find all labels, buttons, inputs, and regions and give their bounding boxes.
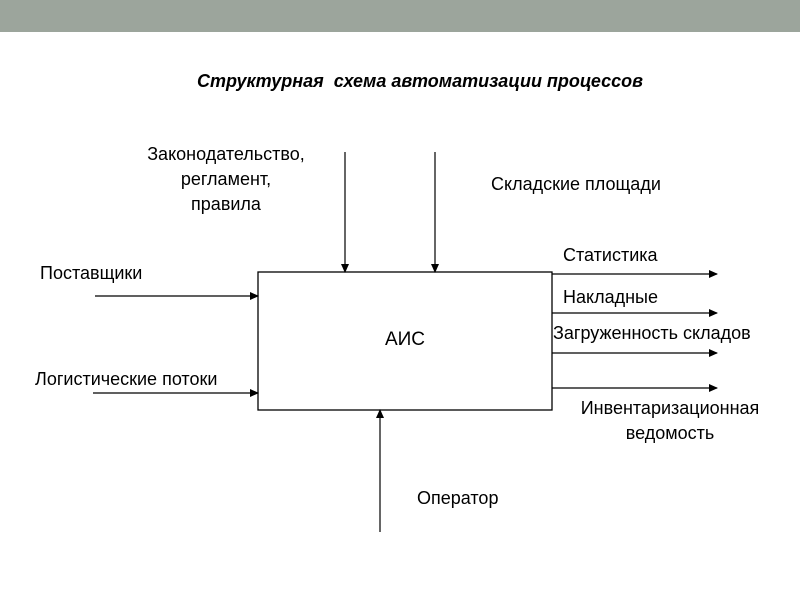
input-label-logistics: Логистические потоки bbox=[35, 369, 218, 389]
control-label-line: Законодательство, bbox=[147, 144, 305, 164]
input-label-suppliers: Поставщики bbox=[40, 263, 143, 283]
control-label-legislation: Законодательство, регламент, правила bbox=[126, 142, 326, 217]
output-label-invoices: Накладные bbox=[563, 287, 658, 307]
header-bar bbox=[0, 0, 800, 32]
output-label-line: ведомость bbox=[625, 423, 715, 443]
control-label-warehouse: Складские площади bbox=[491, 174, 661, 194]
control-label-line: регламент, bbox=[180, 169, 272, 189]
output-label-warehouse-load: Загруженность складов bbox=[553, 323, 751, 343]
output-label-inventory: Инвентаризационная ведомость bbox=[560, 396, 780, 446]
mechanism-label-operator: Оператор bbox=[417, 488, 499, 508]
process-box bbox=[257, 271, 553, 411]
control-label-line: правила bbox=[191, 194, 261, 214]
output-label-statistics: Статистика bbox=[563, 245, 658, 265]
output-label-line: Инвентаризационная bbox=[580, 398, 760, 418]
slide-title: Структурная схема автоматизации процессо… bbox=[197, 71, 643, 91]
process-label: АИС bbox=[384, 329, 426, 350]
